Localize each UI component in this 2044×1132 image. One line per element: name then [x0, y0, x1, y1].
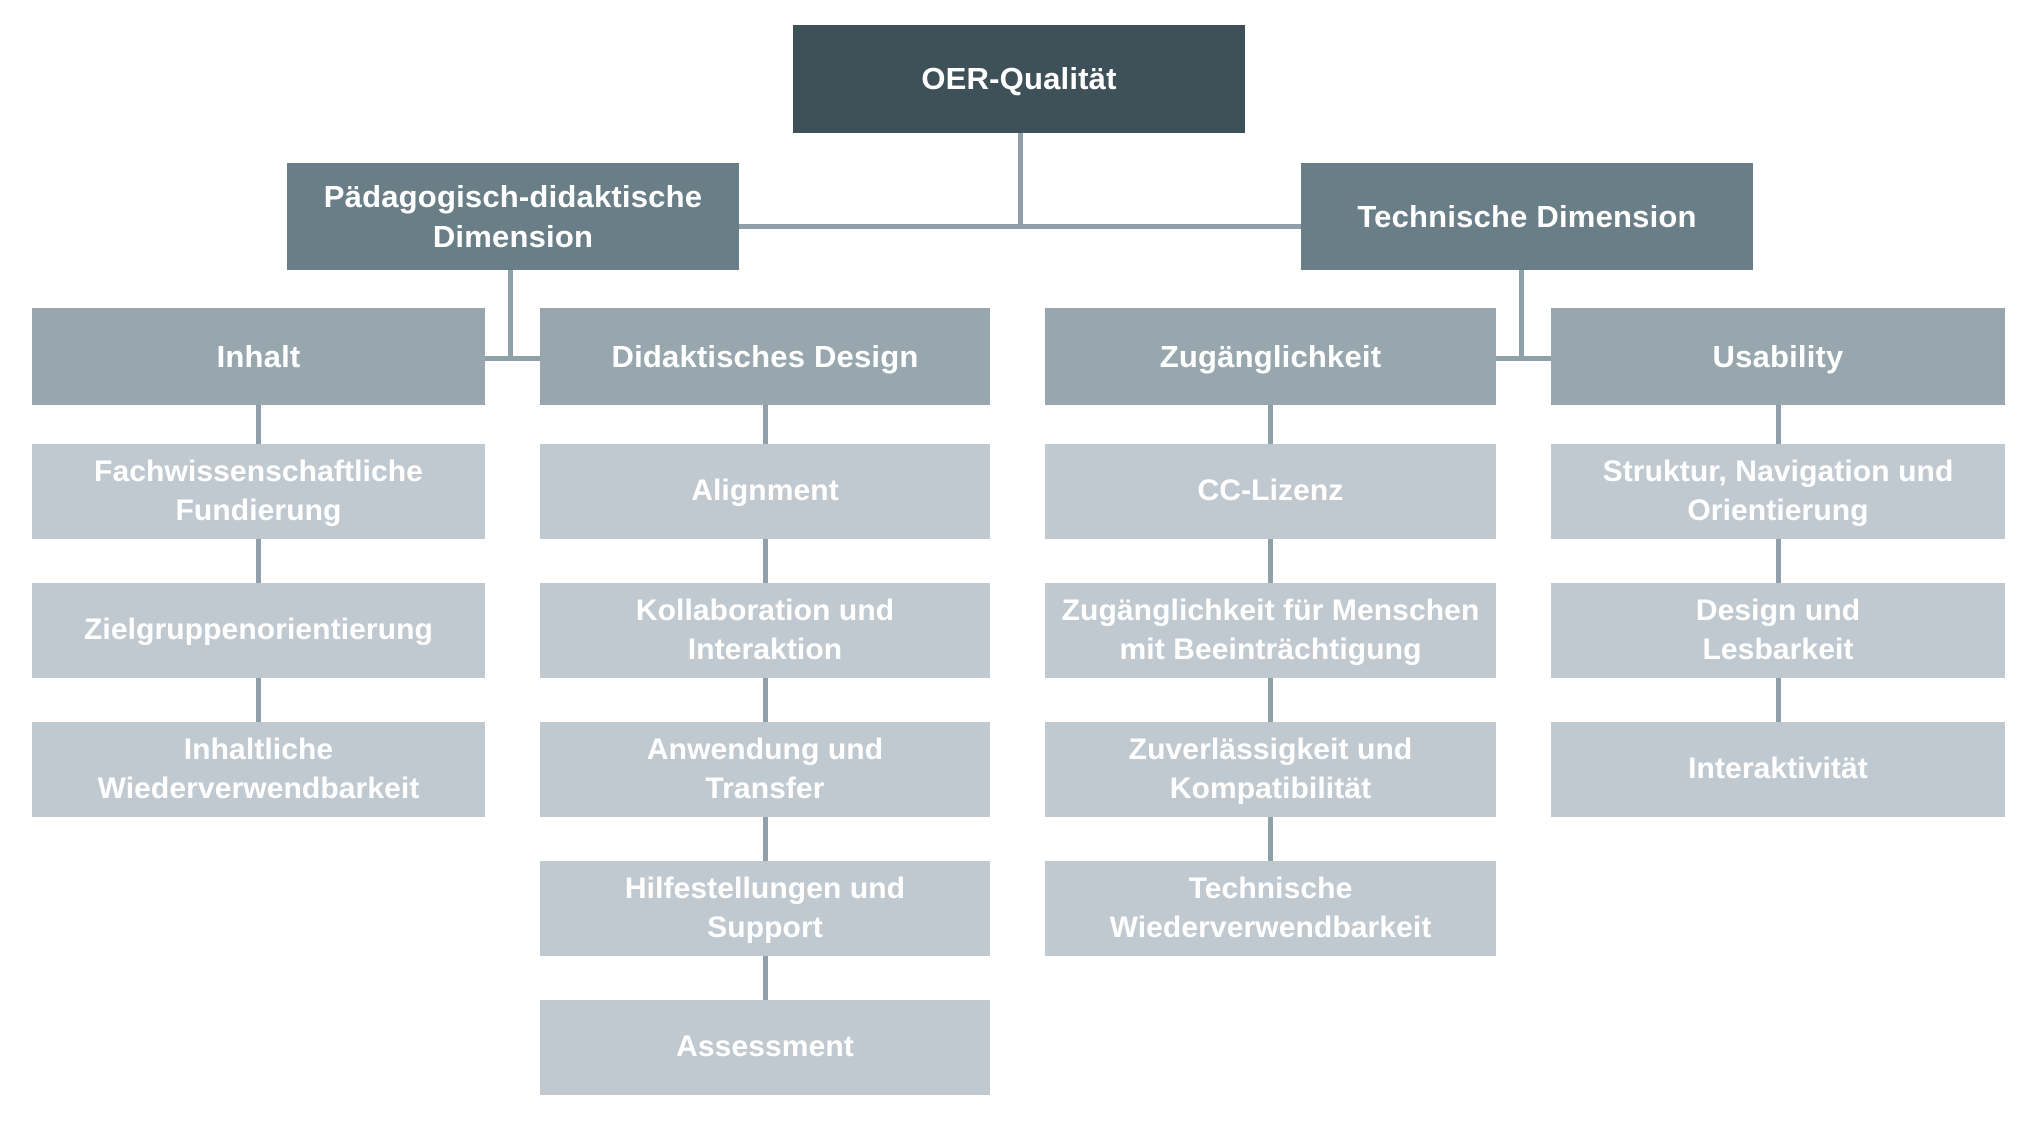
node-criterion-inhalt-1[interactable]: Fachwissenschaftliche Fundierung — [32, 444, 485, 539]
node-criterion-didaktik-5[interactable]: Assessment — [540, 1000, 990, 1095]
connector-dim1-bus — [485, 356, 541, 361]
node-criterion-zugang-2[interactable]: Zugänglichkeit für Menschen mit Beeinträ… — [1045, 583, 1496, 678]
connector-dim1-stem — [508, 270, 513, 360]
node-criterion-inhalt-2[interactable]: Zielgruppenorientierung — [32, 583, 485, 678]
connector-dim2-stem — [1519, 270, 1524, 360]
node-criterion-usability-3[interactable]: Interaktivität — [1551, 722, 2005, 817]
node-criterion-usability-1[interactable]: Struktur, Navigation und Orientierung — [1551, 444, 2005, 539]
node-criterion-didaktik-4[interactable]: Hilfestellungen und Support — [540, 861, 990, 956]
node-category-inhalt[interactable]: Inhalt — [32, 308, 485, 405]
node-criterion-usability-2[interactable]: Design und Lesbarkeit — [1551, 583, 2005, 678]
node-criterion-zugang-4[interactable]: Technische Wiederverwendbarkeit — [1045, 861, 1496, 956]
connector-root-bus — [739, 224, 1301, 229]
node-category-didaktisches-design[interactable]: Didaktisches Design — [540, 308, 990, 405]
node-criterion-zugang-3[interactable]: Zuverlässigkeit und Kompatibilität — [1045, 722, 1496, 817]
node-criterion-zugang-1[interactable]: CC-Lizenz — [1045, 444, 1496, 539]
node-dimension-paedagogisch-didaktisch[interactable]: Pädagogisch-didaktische Dimension — [287, 163, 739, 270]
node-root-oer-qualitaet[interactable]: OER-Qualität — [793, 25, 1245, 133]
node-category-zugaenglichkeit[interactable]: Zugänglichkeit — [1045, 308, 1496, 405]
node-criterion-didaktik-1[interactable]: Alignment — [540, 444, 990, 539]
node-criterion-inhalt-3[interactable]: Inhaltliche Wiederverwendbarkeit — [32, 722, 485, 817]
node-category-usability[interactable]: Usability — [1551, 308, 2005, 405]
connector-dim2-bus — [1496, 356, 1552, 361]
connector-root-stem — [1018, 133, 1023, 227]
node-criterion-didaktik-2[interactable]: Kollaboration und Interaktion — [540, 583, 990, 678]
node-criterion-didaktik-3[interactable]: Anwendung und Transfer — [540, 722, 990, 817]
node-dimension-technisch[interactable]: Technische Dimension — [1301, 163, 1753, 270]
